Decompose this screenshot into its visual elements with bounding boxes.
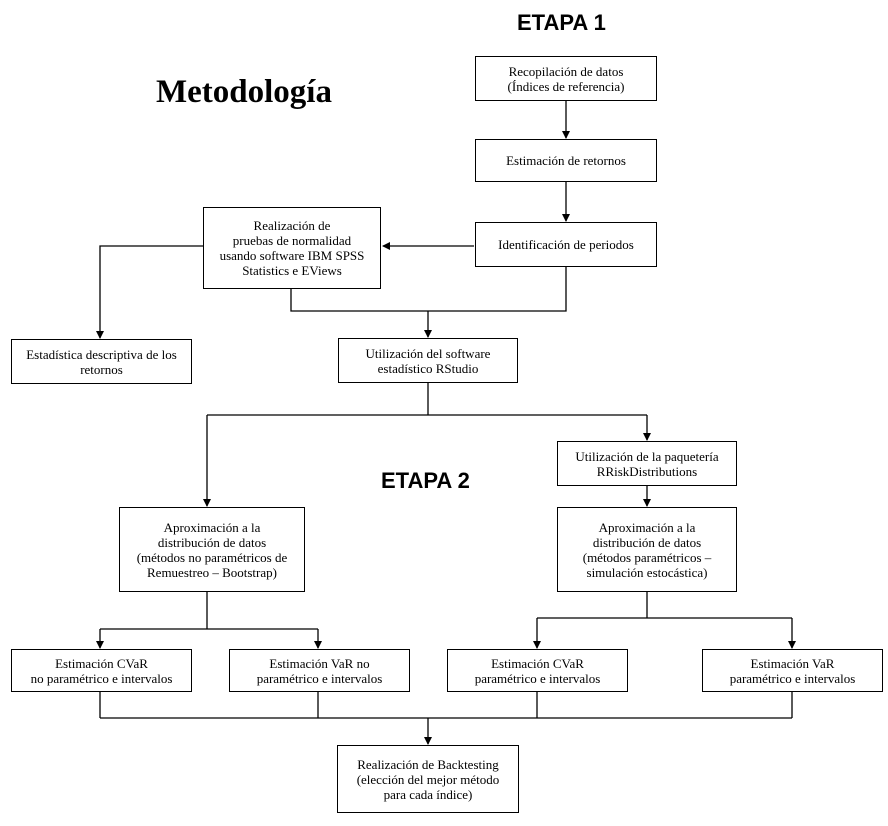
- box-aprox-no-parametrico: Aproximación a la distribución de datos …: [119, 507, 305, 592]
- diagram-title: Metodología: [156, 74, 332, 110]
- box-identificacion-periodos: Identificación de periodos: [475, 222, 657, 267]
- box-recopilacion: Recopilación de datos (Índices de refere…: [475, 56, 657, 101]
- box-estadistica-descriptiva-text: Estadística descriptiva de los retornos: [26, 346, 177, 377]
- box-recopilacion-text: Recopilación de datos (Índices de refere…: [507, 63, 625, 94]
- box-estimacion-retornos-text: Estimación de retornos: [506, 153, 626, 168]
- box-pruebas-normalidad: Realización de pruebas de normalidad usa…: [203, 207, 381, 289]
- box-aprox-no-parametrico-text: Aproximación a la distribución de datos …: [136, 519, 288, 580]
- box-aprox-parametrico: Aproximación a la distribución de datos …: [557, 507, 737, 592]
- box-paqueteria-text: Utilización de la paquetería RRiskDistri…: [575, 448, 719, 479]
- box-var-no-parametrico: Estimación VaR no paramétrico e interval…: [229, 649, 410, 692]
- box-backtesting-text: Realización de Backtesting (elección del…: [356, 756, 500, 802]
- box-estimacion-retornos: Estimación de retornos: [475, 139, 657, 182]
- box-rstudio-text: Utilización del software estadístico RSt…: [365, 345, 491, 376]
- box-var-parametrico-text: Estimación VaR paramétrico e intervalos: [729, 655, 856, 686]
- box-cvar-parametrico-text: Estimación CVaR paramétrico e intervalos: [474, 655, 601, 686]
- stage-1-label: ETAPA 1: [517, 10, 606, 35]
- box-rstudio: Utilización del software estadístico RSt…: [338, 338, 518, 383]
- box-cvar-no-parametrico-text: Estimación CVaR no paramétrico e interva…: [30, 655, 173, 686]
- box-var-parametrico: Estimación VaR paramétrico e intervalos: [702, 649, 883, 692]
- box-paqueteria: Utilización de la paquetería RRiskDistri…: [557, 441, 737, 486]
- box-var-no-parametrico-text: Estimación VaR no paramétrico e interval…: [256, 655, 383, 686]
- box-aprox-parametrico-text: Aproximación a la distribución de datos …: [582, 519, 712, 580]
- box-pruebas-normalidad-text: Realización de pruebas de normalidad usa…: [219, 218, 365, 278]
- box-cvar-parametrico: Estimación CVaR paramétrico e intervalos: [447, 649, 628, 692]
- box-identificacion-periodos-text: Identificación de periodos: [498, 237, 634, 252]
- stage-2-label: ETAPA 2: [381, 468, 470, 493]
- box-backtesting: Realización de Backtesting (elección del…: [337, 745, 519, 813]
- box-estadistica-descriptiva: Estadística descriptiva de los retornos: [11, 339, 192, 384]
- box-cvar-no-parametrico: Estimación CVaR no paramétrico e interva…: [11, 649, 192, 692]
